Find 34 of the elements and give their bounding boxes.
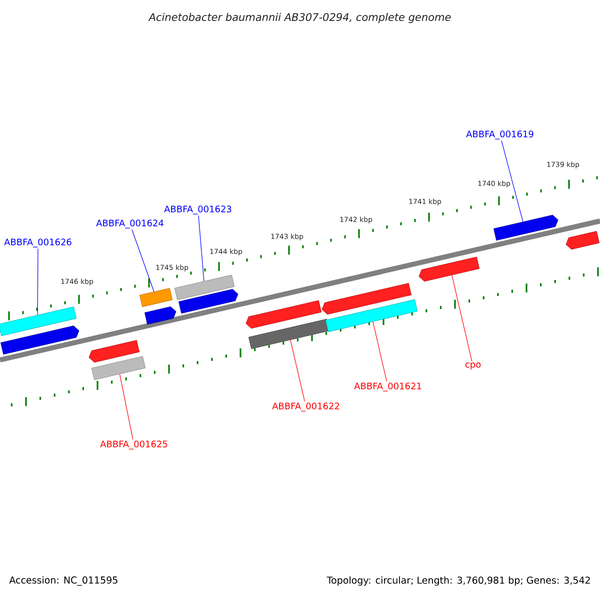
gene-bar bbox=[174, 274, 235, 300]
gene-label: ABBFA_001621 bbox=[354, 382, 422, 392]
gene-feature bbox=[493, 214, 558, 241]
leader-line bbox=[37, 248, 38, 316]
gene-bar bbox=[91, 356, 146, 380]
title: Acinetobacter baumannii AB307-0294, complete genome bbox=[148, 12, 451, 24]
leader-line bbox=[132, 229, 154, 292]
gene-label: cpo bbox=[465, 362, 481, 370]
gene-feature bbox=[322, 283, 412, 315]
leader-line bbox=[198, 215, 204, 282]
gene-label: ABBFA_001626 bbox=[4, 238, 72, 248]
gene-feature bbox=[144, 306, 176, 325]
gene-feature bbox=[566, 231, 600, 250]
gene-label: ABBFA_001623 bbox=[164, 206, 232, 214]
gene-feature bbox=[418, 256, 480, 282]
gene-label: ABBFA_001624 bbox=[96, 220, 164, 228]
gene-bar bbox=[325, 299, 418, 332]
gene-bar bbox=[0, 306, 77, 336]
leader-line bbox=[501, 140, 524, 222]
leader-line bbox=[119, 374, 134, 440]
gene-bar bbox=[248, 318, 330, 350]
footer-text: Accession: NC_011595 bbox=[9, 576, 118, 586]
leader-line bbox=[452, 274, 472, 362]
leader-line bbox=[290, 340, 305, 402]
gene-feature bbox=[178, 288, 238, 314]
gene-feature bbox=[0, 326, 80, 355]
leader-line bbox=[372, 321, 387, 382]
gene-bar bbox=[139, 288, 173, 308]
gene-label: ABBFA_001622 bbox=[272, 402, 340, 412]
gene-label: ABBFA_001625 bbox=[100, 440, 168, 450]
footer-text: Topology: circular; Length: 3,760,981 bp; Genes: 3,542 bbox=[326, 576, 590, 586]
gene-label: ABBFA_001619 bbox=[466, 130, 534, 140]
gene-feature bbox=[88, 340, 140, 363]
gene-feature bbox=[246, 300, 322, 329]
